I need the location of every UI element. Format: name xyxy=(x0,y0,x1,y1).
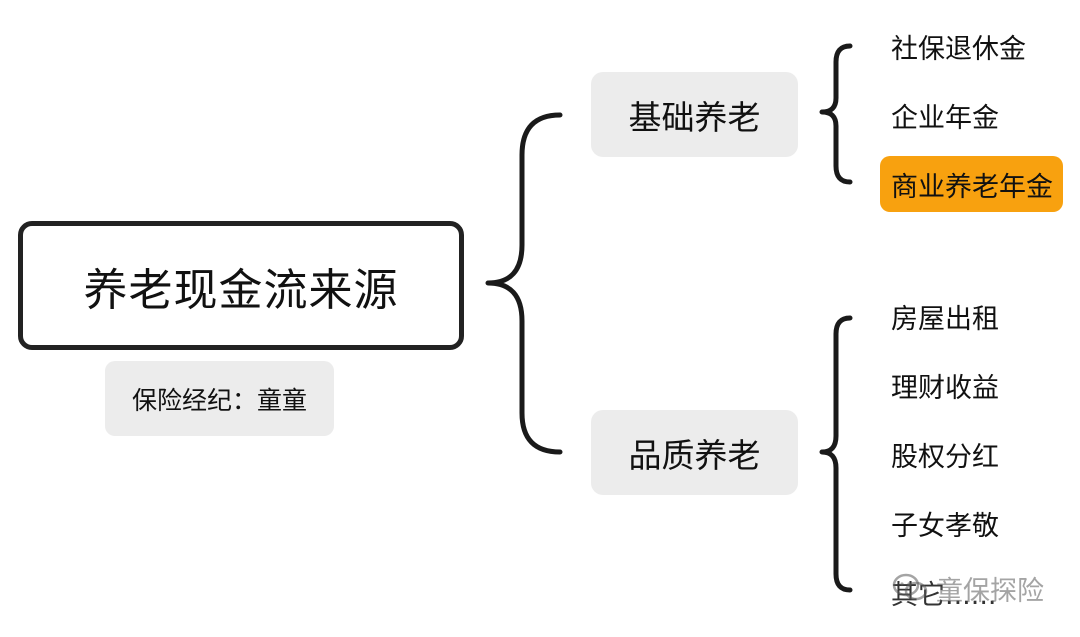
leaf-social-pension[interactable]: 社保退休金 xyxy=(891,33,1026,65)
author-note: 保险经纪：童童 xyxy=(105,361,334,436)
leaf-enterprise-annuity[interactable]: 企业年金 xyxy=(891,102,999,134)
watermark-text: 童保探险 xyxy=(936,575,1044,607)
wechat-icon xyxy=(892,573,928,601)
leaf-rental[interactable]: 房屋出租 xyxy=(891,303,999,335)
branch-quality[interactable]: 品质养老 xyxy=(591,410,798,495)
brace-quality xyxy=(819,315,853,593)
root-brace xyxy=(485,112,563,455)
leaf-investment-income[interactable]: 理财收益 xyxy=(891,372,999,404)
leaf-children-support[interactable]: 子女孝敬 xyxy=(891,510,999,542)
leaf-dividends[interactable]: 股权分红 xyxy=(891,441,999,473)
leaf-commercial-annuity-highlighted[interactable]: 商业养老年金 xyxy=(880,156,1063,212)
root-node[interactable]: 养老现金流来源 xyxy=(18,221,464,350)
watermark: 童保探险 xyxy=(892,566,1044,610)
brace-basic xyxy=(819,43,853,185)
branch-basic[interactable]: 基础养老 xyxy=(591,72,798,157)
